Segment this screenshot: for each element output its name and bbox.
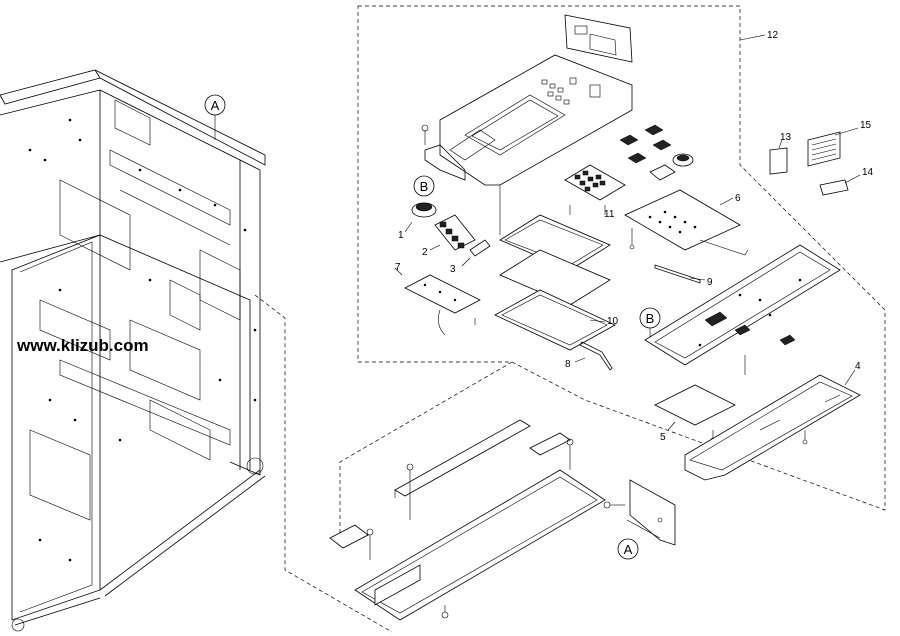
- part-14-label: 14: [819, 167, 874, 196]
- svg-text:6: 6: [735, 193, 741, 204]
- part-1-button: 1: [398, 202, 437, 241]
- leader-a-connection: [254, 294, 393, 633]
- part-2-key-strip: 2: [422, 214, 476, 258]
- part-11-keypad: 11: [564, 164, 626, 220]
- svg-text:10: 10: [607, 316, 619, 327]
- part-13-label: 13: [769, 132, 792, 175]
- svg-text:8: 8: [565, 359, 571, 370]
- part-4-bottom-tray: 4: [684, 361, 861, 481]
- svg-text:7: 7: [395, 262, 401, 273]
- main-frame-assembly: [0, 69, 266, 632]
- panel-cover-plate: [564, 14, 633, 63]
- main-control-board: [644, 244, 841, 375]
- svg-text:9: 9: [707, 277, 713, 288]
- svg-text:5: 5: [660, 432, 666, 443]
- svg-text:B: B: [420, 179, 429, 194]
- small-buttons-cluster: [619, 124, 694, 181]
- svg-text:3: 3: [450, 264, 456, 275]
- svg-text:15: 15: [860, 120, 872, 131]
- part-15-label: 15: [807, 120, 872, 167]
- svg-text:1: 1: [398, 230, 404, 241]
- watermark-text: www.klizub.com: [16, 336, 149, 355]
- callout-b-panel: B: [413, 175, 435, 197]
- svg-text:A: A: [624, 542, 633, 557]
- mounting-bracket-assembly: [329, 419, 676, 621]
- callout-a-bracket: A: [617, 538, 639, 560]
- part-10-touch-panel-layers: 10: [494, 185, 619, 351]
- svg-text:2: 2: [422, 247, 428, 258]
- svg-text:B: B: [646, 311, 655, 326]
- svg-text:4: 4: [855, 361, 861, 372]
- part-8-flat-cable: 8: [565, 341, 613, 371]
- operation-panel: [421, 54, 633, 186]
- part-5-sub-board: 5: [654, 384, 736, 443]
- part-9-flat-cable: 9: [654, 264, 713, 288]
- leader-mount-connection: [339, 361, 513, 535]
- svg-text:13: 13: [780, 132, 792, 143]
- part-number-12: 12: [767, 30, 779, 41]
- part-3-roller: 3: [450, 239, 491, 275]
- part-7-board: 7: [394, 262, 481, 336]
- svg-text:14: 14: [862, 167, 874, 178]
- assembly-12-boundary: [357, 5, 886, 511]
- callout-a-frame: A: [204, 94, 226, 140]
- svg-text:11: 11: [604, 209, 615, 220]
- svg-text:A: A: [211, 98, 220, 113]
- part-6-key-board: 6: [624, 189, 749, 256]
